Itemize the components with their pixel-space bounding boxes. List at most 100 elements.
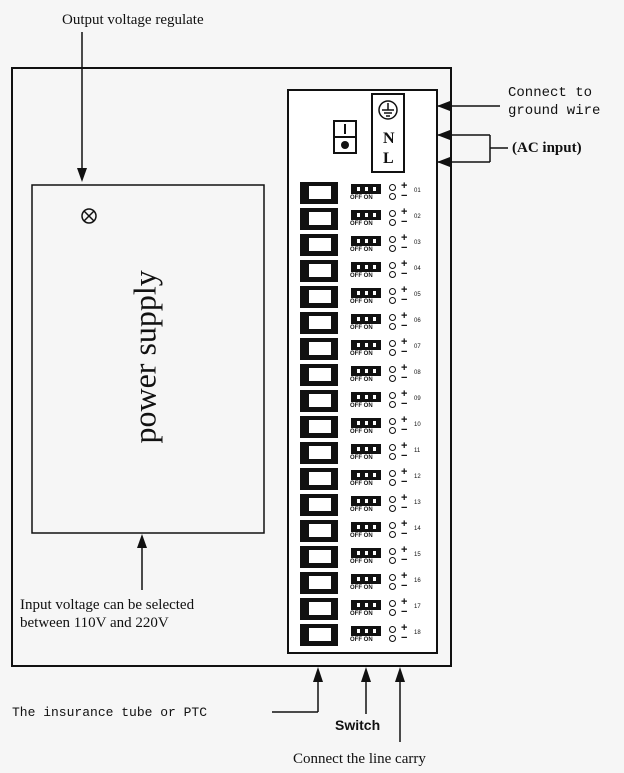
channel-switch[interactable]: [300, 468, 338, 490]
dip-switch[interactable]: [351, 288, 381, 298]
channel-switch[interactable]: [300, 234, 338, 256]
dip-switch[interactable]: [351, 340, 381, 350]
terminal-l-label: L: [383, 150, 394, 167]
output-terminal-icon: [388, 626, 398, 646]
output-terminal-icon: [388, 340, 398, 360]
channel-row: OFF ON +− 03: [296, 233, 432, 258]
channel-switch[interactable]: [300, 624, 338, 646]
polarity-label: +−: [401, 362, 408, 384]
channel-number: 18: [414, 630, 421, 636]
power-supply-box: [31, 184, 265, 534]
channel-switch[interactable]: [300, 260, 338, 282]
output-terminal-icon: [388, 548, 398, 568]
dip-switch[interactable]: [351, 184, 381, 194]
channel-row: OFF ON +− 02: [296, 207, 432, 232]
off-on-label: OFF ON: [350, 455, 373, 461]
dip-switch[interactable]: [351, 574, 381, 584]
channel-number: 15: [414, 552, 421, 558]
dip-switch[interactable]: [351, 626, 381, 636]
channel-switch[interactable]: [300, 182, 338, 204]
terminal-n-label: N: [383, 130, 395, 147]
off-on-label: OFF ON: [350, 325, 373, 331]
dip-switch[interactable]: [351, 366, 381, 376]
arrow-ground: [437, 101, 450, 111]
channel-row: OFF ON +− 11: [296, 441, 432, 466]
output-terminal-icon: [388, 236, 398, 256]
off-on-label: OFF ON: [350, 533, 373, 539]
channel-switch[interactable]: [300, 312, 338, 334]
polarity-label: +−: [401, 284, 408, 306]
polarity-label: +−: [401, 518, 408, 540]
output-terminal-icon: [388, 184, 398, 204]
dip-switch[interactable]: [351, 210, 381, 220]
channel-number: 02: [414, 214, 421, 220]
channel-row: OFF ON +− 18: [296, 623, 432, 648]
channel-number: 12: [414, 474, 421, 480]
polarity-label: +−: [401, 544, 408, 566]
power-supply-label: power supply: [126, 270, 163, 444]
channel-switch[interactable]: [300, 572, 338, 594]
channel-switch[interactable]: [300, 546, 338, 568]
channel-row: OFF ON +− 05: [296, 284, 432, 310]
off-on-label: OFF ON: [350, 585, 373, 591]
polarity-label: +−: [401, 596, 408, 618]
off-on-label: OFF ON: [350, 637, 373, 643]
output-terminal-icon: [388, 574, 398, 594]
channel-switch[interactable]: [300, 598, 338, 620]
channel-switch[interactable]: [300, 416, 338, 438]
off-on-label: OFF ON: [350, 351, 373, 357]
channel-switch[interactable]: [300, 338, 338, 360]
channel-row: OFF ON +− 04: [296, 258, 432, 284]
arrow-fuse: [313, 667, 323, 682]
dip-switch[interactable]: [351, 496, 381, 506]
channel-row: OFF ON +− 10: [296, 415, 432, 440]
dip-switch[interactable]: [351, 262, 381, 272]
off-on-label: OFF ON: [350, 195, 373, 201]
output-terminal-icon: [388, 444, 398, 464]
off-on-label: OFF ON: [350, 507, 373, 513]
dip-switch[interactable]: [351, 444, 381, 454]
channel-switch[interactable]: [300, 208, 338, 230]
dip-switch[interactable]: [351, 392, 381, 402]
channel-switch[interactable]: [300, 442, 338, 464]
channel-switch[interactable]: [300, 494, 338, 516]
channel-number: 14: [414, 526, 421, 532]
channel-switch[interactable]: [300, 390, 338, 412]
polarity-label: +−: [401, 180, 408, 202]
channel-row: OFF ON +− 12: [296, 466, 432, 492]
channel-row: OFF ON +− 01: [296, 180, 432, 206]
line-carry-label: Connect the line carry: [293, 751, 426, 767]
polarity-label: +−: [401, 466, 408, 488]
output-terminal-icon: [388, 314, 398, 334]
dip-switch[interactable]: [351, 548, 381, 558]
channel-switch[interactable]: [300, 286, 338, 308]
arrow-switch: [361, 667, 371, 682]
polarity-label: +−: [401, 336, 408, 358]
output-terminal-icon: [388, 366, 398, 386]
arrow-line-carry: [395, 667, 405, 682]
output-terminal-icon: [388, 522, 398, 542]
output-terminal-icon: [388, 262, 398, 282]
ac-input-label: (AC input): [512, 140, 582, 156]
channel-row: OFF ON +− 13: [296, 493, 432, 518]
off-on-label: OFF ON: [350, 611, 373, 617]
output-terminal-icon: [388, 392, 398, 412]
channel-row: OFF ON +− 06: [296, 310, 432, 336]
dip-switch[interactable]: [351, 314, 381, 324]
off-on-label: OFF ON: [350, 429, 373, 435]
dip-switch[interactable]: [351, 522, 381, 532]
channel-switch[interactable]: [300, 520, 338, 542]
off-on-label: OFF ON: [350, 403, 373, 409]
dip-switch[interactable]: [351, 470, 381, 480]
output-terminal-icon: [388, 600, 398, 620]
dip-switch[interactable]: [351, 418, 381, 428]
polarity-label: +−: [401, 310, 408, 332]
dip-switch[interactable]: [351, 236, 381, 246]
channel-number: 03: [414, 240, 421, 246]
arrow-output-voltage: [77, 168, 87, 182]
channel-switch[interactable]: [300, 364, 338, 386]
polarity-label: +−: [401, 258, 408, 280]
dip-switch[interactable]: [351, 600, 381, 610]
channel-number: 07: [414, 344, 421, 350]
arrow-input-voltage: [137, 534, 147, 548]
